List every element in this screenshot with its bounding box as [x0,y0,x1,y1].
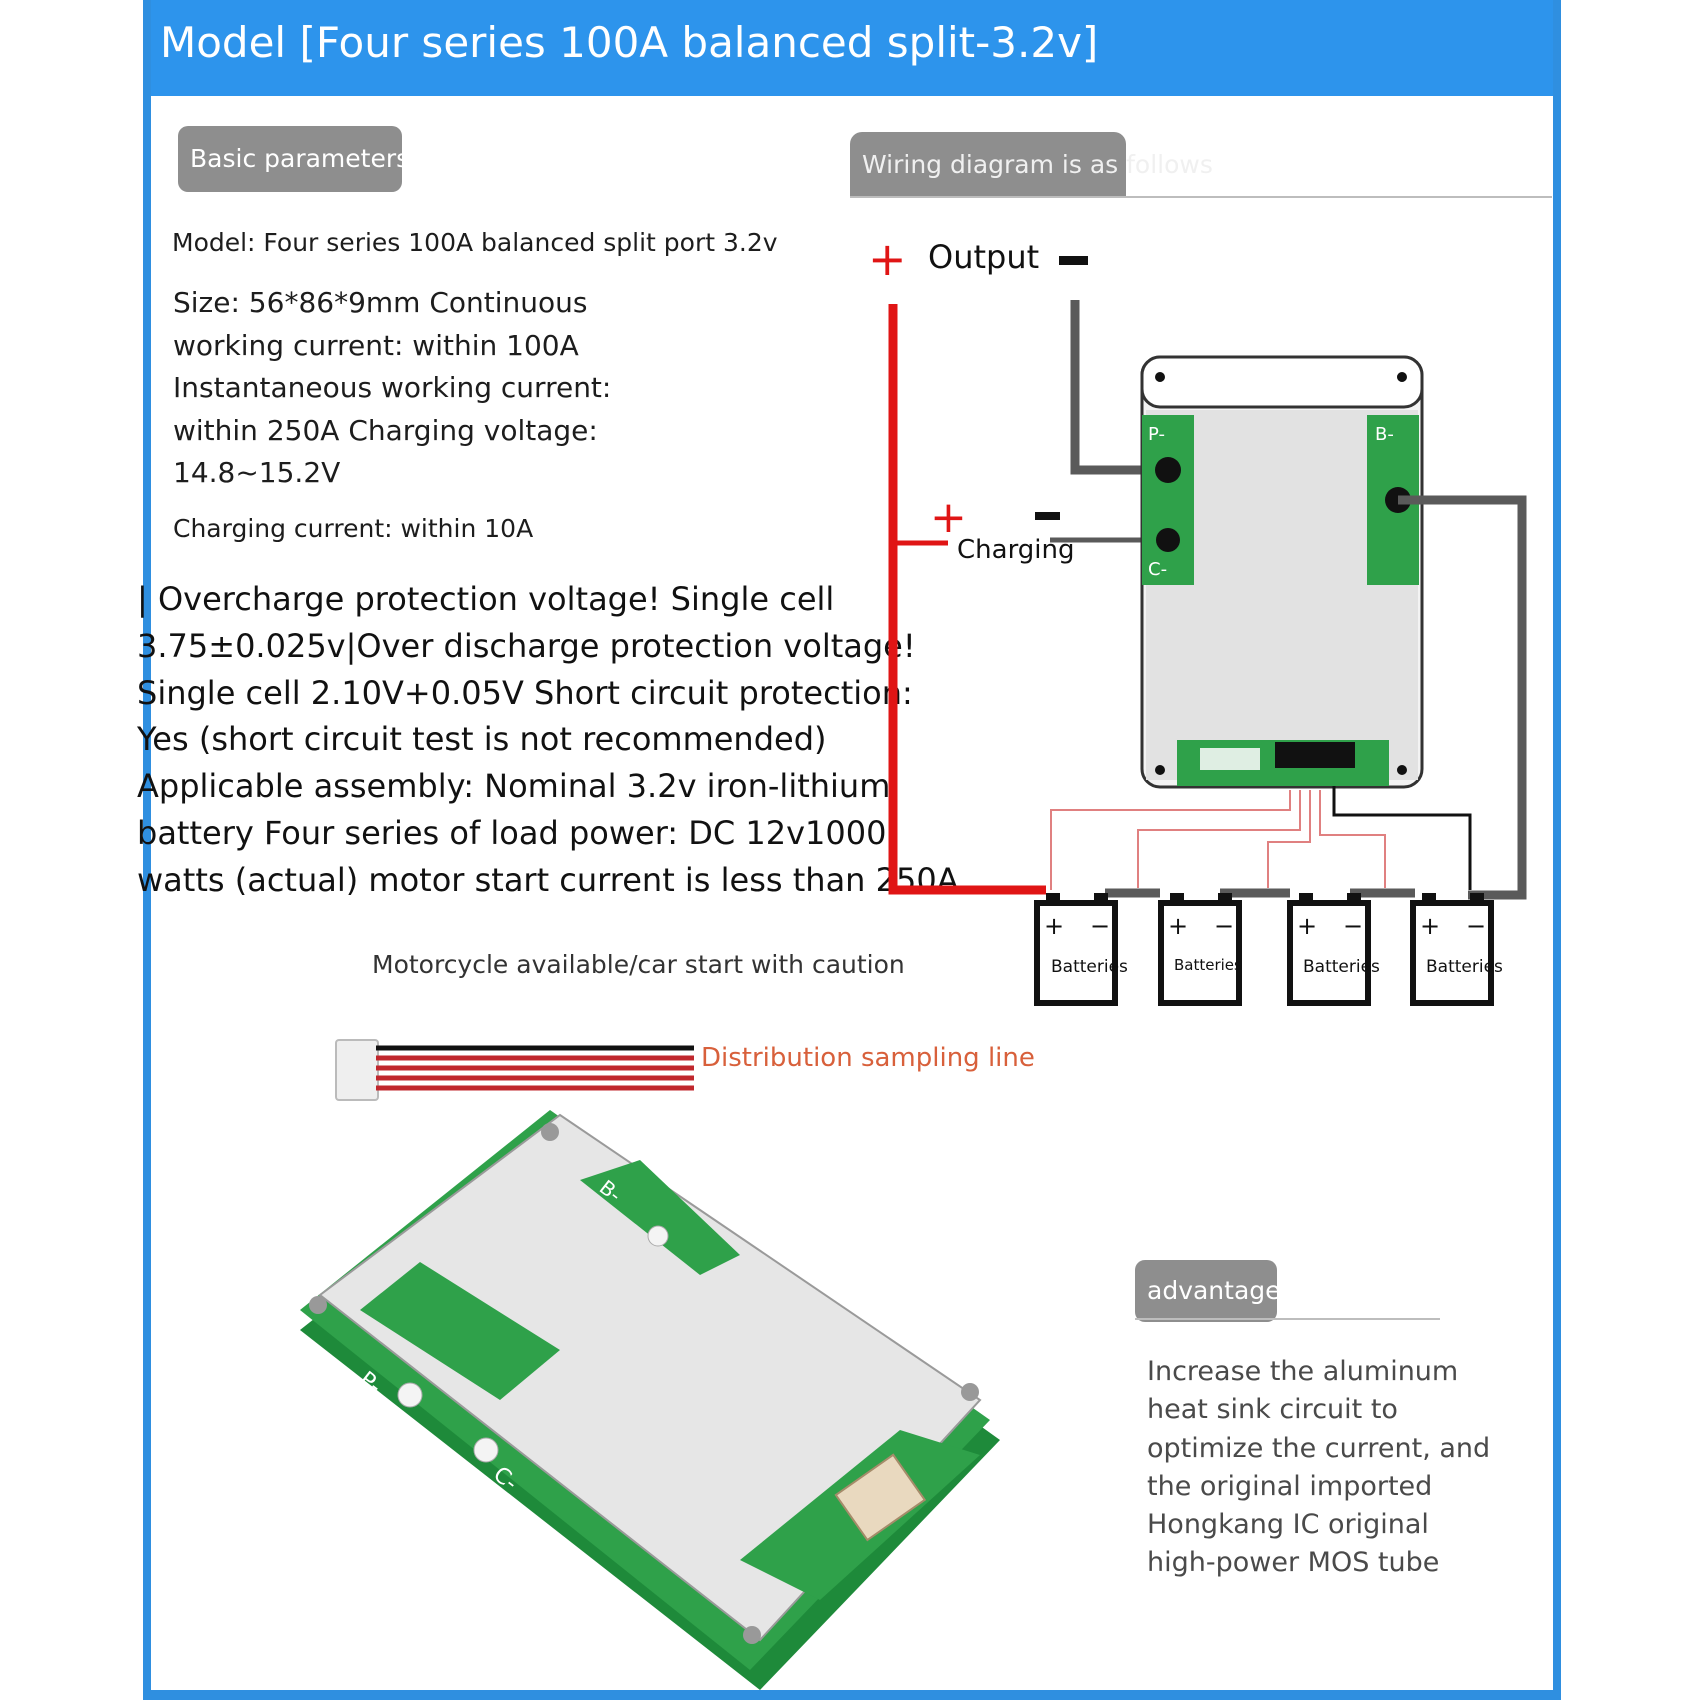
advantage-divider [1135,1318,1440,1320]
output-label: Output [928,238,1039,276]
protection-line: 3.75±0.025v|Over discharge protection vo… [137,626,916,665]
motorcycle-note: Motorcycle available/car start with caut… [372,950,905,979]
protection-line: Yes (short circuit test is not recommend… [137,720,827,759]
output-plus-sign: + [868,232,907,286]
terminal-label-c: C- [1148,559,1167,580]
charging-minus-sign [1035,512,1060,520]
protection-block: | Overcharge protection voltage! Single … [137,576,959,904]
advantage-line: high-power MOS tube [1147,1547,1440,1579]
charging-plus-sign: + [930,492,967,543]
output-minus-sign [1059,256,1088,265]
size-spec-block: Size: 56*86*9mm Continuous working curre… [173,282,611,495]
advantage-body: Increase the aluminum heat sink circuit … [1147,1353,1490,1583]
balance-wires [1050,790,1386,890]
svg-text:+: + [1044,912,1064,940]
protection-line: Applicable assembly: Nominal 3.2v iron-l… [137,767,891,806]
size-line: Size: 56*86*9mm Continuous [173,286,588,319]
terminal-label-b: B- [1375,424,1394,445]
battery-3: +− Batteries [1287,893,1380,1006]
basic-parameters-pill: Basic parameters [178,126,409,192]
page-header [143,0,1561,96]
size-line: 14.8~15.2V [173,456,341,489]
battery-label: Batteries [1051,957,1128,977]
frame-left-border [143,0,151,1700]
svg-text:−: − [1343,912,1363,940]
output-negative-wire [1070,300,1160,475]
protection-line: | Overcharge protection voltage! Single … [137,580,835,618]
svg-text:−: − [1090,912,1110,940]
advantage-line: Hongkang IC original [1147,1509,1429,1541]
charging-current-line: Charging current: within 10A [173,514,534,543]
svg-text:+: + [1420,912,1440,940]
frame-right-border [1553,0,1561,1700]
advantage-line: the original imported [1147,1470,1433,1502]
protection-line: watts (actual) motor start current is le… [137,860,959,899]
advantage-pill: advantage [1135,1260,1281,1322]
bms-product-illustration: P- C- B- [300,1110,1000,1690]
advantage-line: optimize the current, and [1147,1432,1491,1464]
battery-1: +− Batteries [1034,893,1128,1006]
balance-ground-wire [1332,786,1472,890]
sampling-line-cable [335,1039,694,1101]
model-line: Model: Four series 100A balanced split p… [172,228,778,257]
frame-bottom-border [143,1690,1561,1700]
size-line: Instantaneous working current: [173,371,612,404]
advantage-line: heat sink circuit to [1147,1394,1398,1426]
wiring-divider [850,196,1552,198]
positive-main-wire [888,304,1046,895]
battery-label: Batteries [1426,957,1503,977]
bms-board: P- C- B- [1140,355,1424,789]
svg-text:+: + [1168,912,1188,940]
size-line: within 250A Charging voltage: [173,413,598,447]
protection-line: Single cell 2.10V+0.05V Short circuit pr… [137,673,913,712]
svg-text:+: + [1297,912,1317,940]
terminal-label-p: P- [1148,424,1165,445]
battery-4: +− Batteries [1410,893,1503,1006]
battery-2: +− Batteries [1158,893,1242,1006]
battery-label: Batteries [1174,956,1242,974]
svg-text:−: − [1214,912,1234,940]
page-title: Model [Four series 100A balanced split-3… [160,18,1099,67]
size-line: working current: within 100A [173,328,579,362]
battery-label: Batteries [1303,957,1380,977]
advantage-line: Increase the aluminum [1147,1356,1459,1387]
protection-line: battery Four series of load power: DC 12… [137,813,887,852]
sampling-line-label: Distribution sampling line [701,1043,1035,1073]
battery-negative-wire [1398,495,1527,900]
svg-text:−: − [1466,912,1486,940]
